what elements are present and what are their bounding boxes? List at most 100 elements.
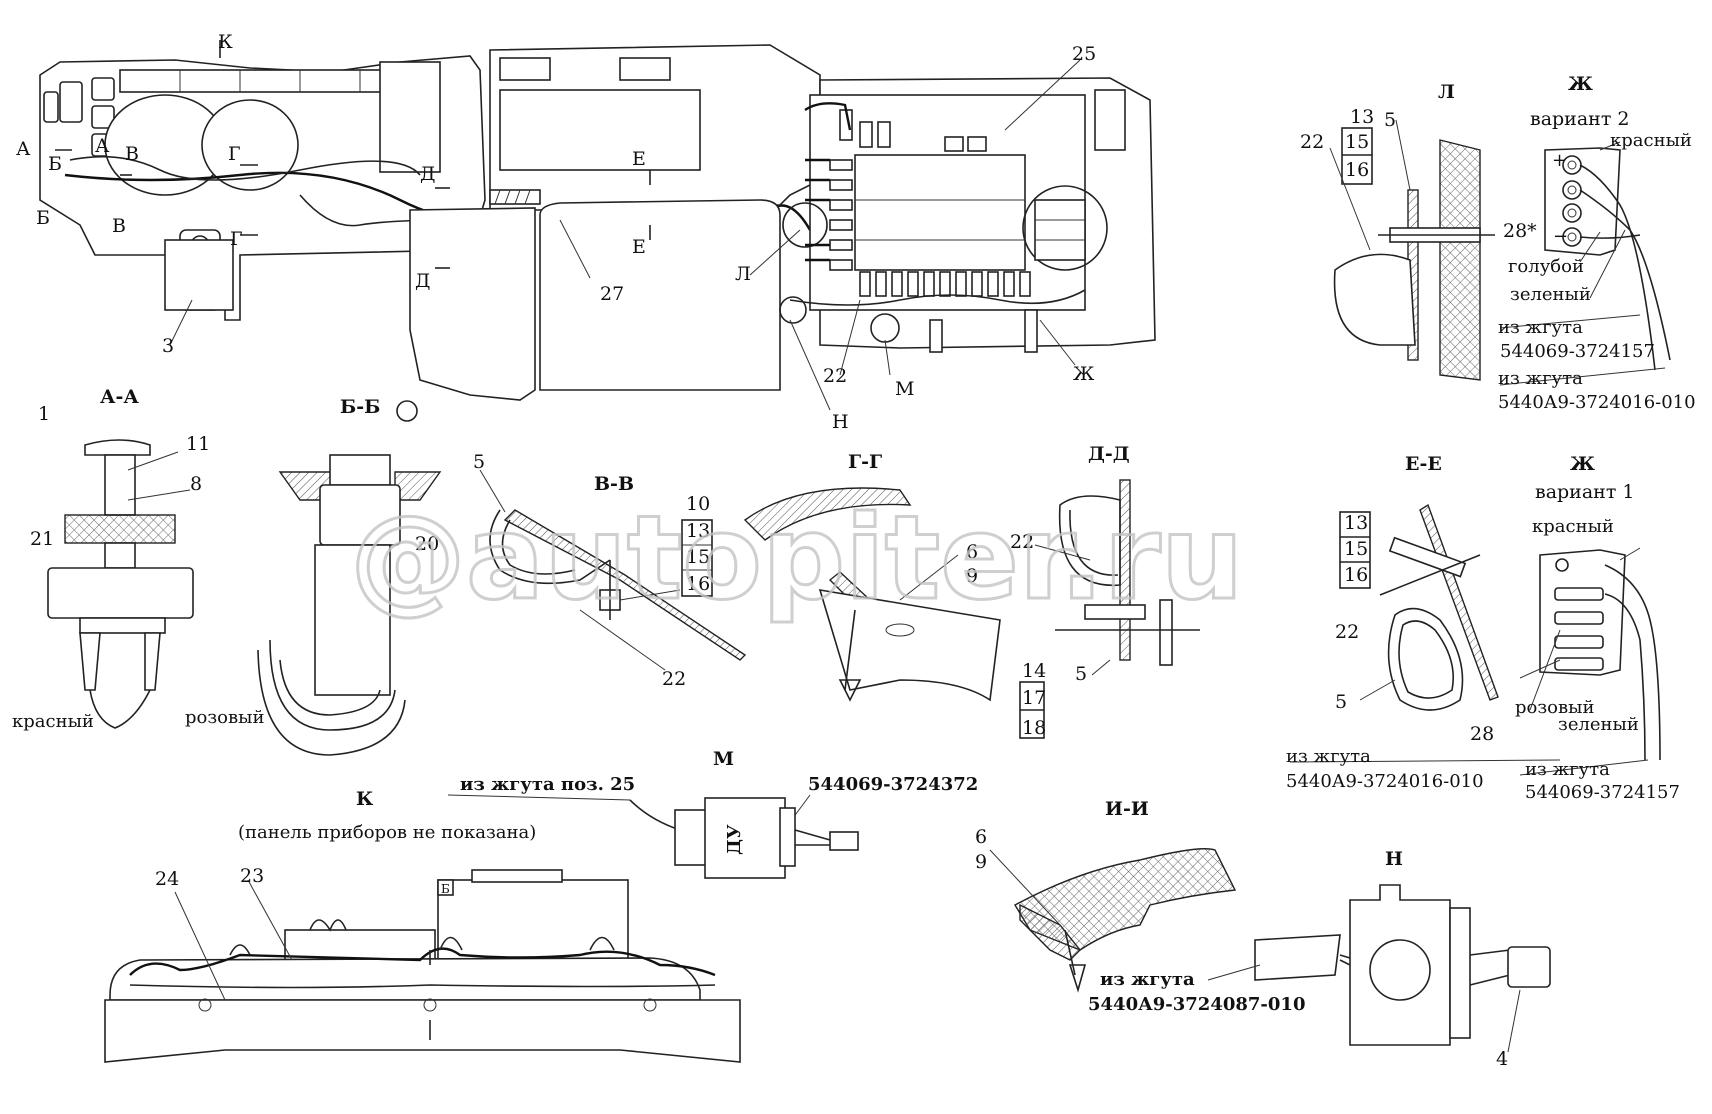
view-zh-variant-2 [1499,141,1671,386]
label-l: Л [735,263,751,285]
num-dd-17: 17 [1022,687,1046,709]
label-g2: Г [230,228,243,250]
vv-num-box [681,519,713,597]
num-l-5: 5 [1384,109,1396,131]
zh1-variant-label: вариант 1 [1535,481,1634,503]
section-gg [743,487,1001,702]
m-du: ДУ [724,824,745,855]
num-ee-5: 5 [1335,691,1347,713]
num-bb-20: 20 [415,533,439,555]
label-27: 27 [600,283,624,305]
num-vv-5: 5 [473,451,485,473]
num-aa-1: 1 [38,403,50,425]
label-a1: А [16,138,31,160]
num-dd-22: 22 [1010,531,1034,553]
label-v1: В [125,143,139,165]
view-n [1207,884,1551,1053]
zh2-wire-blue: голубой [1508,256,1584,277]
zh2-from-2: из жгута [1498,368,1583,389]
zh1-wire-red: красный [1532,516,1614,537]
num-k-23: 23 [240,865,264,887]
fuse-column [829,109,891,271]
num-zh1-28: 28 [1470,723,1494,745]
label-d2: Д [415,270,430,292]
label-zh: Ж [1073,363,1095,385]
num-l-15: 15 [1345,131,1369,153]
num-vv-16: 16 [686,573,710,595]
num-ee-16: 16 [1344,564,1368,586]
num-aa-11: 11 [186,433,210,455]
num-ee-15: 15 [1344,538,1368,560]
num-dd-18: 18 [1022,717,1046,739]
zh1-part-2: 544069-3724157 [1525,782,1680,803]
zh2-part-2: 5440А9-3724016-010 [1498,392,1696,413]
n-part: 5440А9-3724087-010 [1088,994,1305,1015]
label-b1: Б [48,153,62,175]
zh2-wire-green: зеленый [1510,284,1591,305]
zh1-wire-pink: розовый [1515,697,1594,718]
num-aa-21: 21 [30,528,54,550]
k-label-b: Б [441,882,450,896]
aa-wire-red: красный [12,711,94,732]
view-l [1329,119,1495,381]
section-title-k: К [356,788,374,810]
k-note: (панель приборов не показана) [238,822,536,843]
aa-wire-pink: розовый [185,707,264,728]
m-from: из жгута поз. 25 [460,774,635,795]
label-e2: Е [632,236,646,258]
label-k-top: К [218,31,233,53]
main-dashboard-view [39,40,1156,411]
section-title-l: Л [1438,81,1455,103]
label-22-main: 22 [823,365,847,387]
num-l-13: 13 [1350,106,1374,128]
view-k [104,869,741,1063]
zh1-from-2: из жгута [1525,759,1610,780]
label-b2: Б [36,207,50,229]
label-d1: Д [420,163,435,185]
num-dd-5: 5 [1075,663,1087,685]
watermark: @autopiter.ru [350,491,1243,626]
section-title-ee: Е-Е [1405,453,1442,475]
zh2-variant-label: вариант 2 [1530,108,1629,130]
num-gg-9: 9 [966,565,978,587]
num-ee-13: 13 [1344,512,1368,534]
zh2-wire-red: красный [1610,130,1692,151]
num-vv-15: 15 [686,546,710,568]
label-a2: А [95,135,110,157]
label-g1: Г [228,143,241,165]
label-25: 25 [1072,43,1096,65]
num-l-16: 16 [1345,159,1369,181]
num-vv-13: 13 [686,520,710,542]
num-zh2-28: 28* [1503,220,1537,242]
zh2-from-1: из жгута [1498,317,1583,338]
num-gg-6: 6 [966,541,978,563]
section-title-ii: И-И [1105,798,1149,820]
n-from: из жгута [1100,969,1195,990]
zh1-part-1: 5440А9-3724016-010 [1286,771,1484,792]
num-vv-10: 10 [686,493,710,515]
m-part: 544069-3724372 [808,774,978,795]
label-3: 3 [162,335,174,357]
fuse-row [859,271,1031,297]
label-n: Н [832,411,849,433]
label-m: М [895,378,914,400]
zh2-sign-minus: − [1553,226,1568,247]
num-ii-6: 6 [975,826,987,848]
section-ii [989,848,1237,993]
section-title-bb: Б-Б [340,396,380,418]
zh1-wire-green: зеленый [1558,714,1639,735]
zh2-sign-plus: + [1552,150,1567,171]
label-v2: В [112,215,126,237]
section-bb [257,400,442,756]
num-ii-9: 9 [975,851,987,873]
zh2-part-1: 544069-3724157 [1500,341,1655,362]
section-vv [479,469,747,671]
zh1-from-1: из жгута [1286,746,1371,767]
section-ee [1339,503,1499,711]
section-aa [47,439,194,729]
section-title-zh2: Ж [1568,73,1593,95]
num-l-22: 22 [1300,131,1324,153]
num-vv-22: 22 [662,668,686,690]
